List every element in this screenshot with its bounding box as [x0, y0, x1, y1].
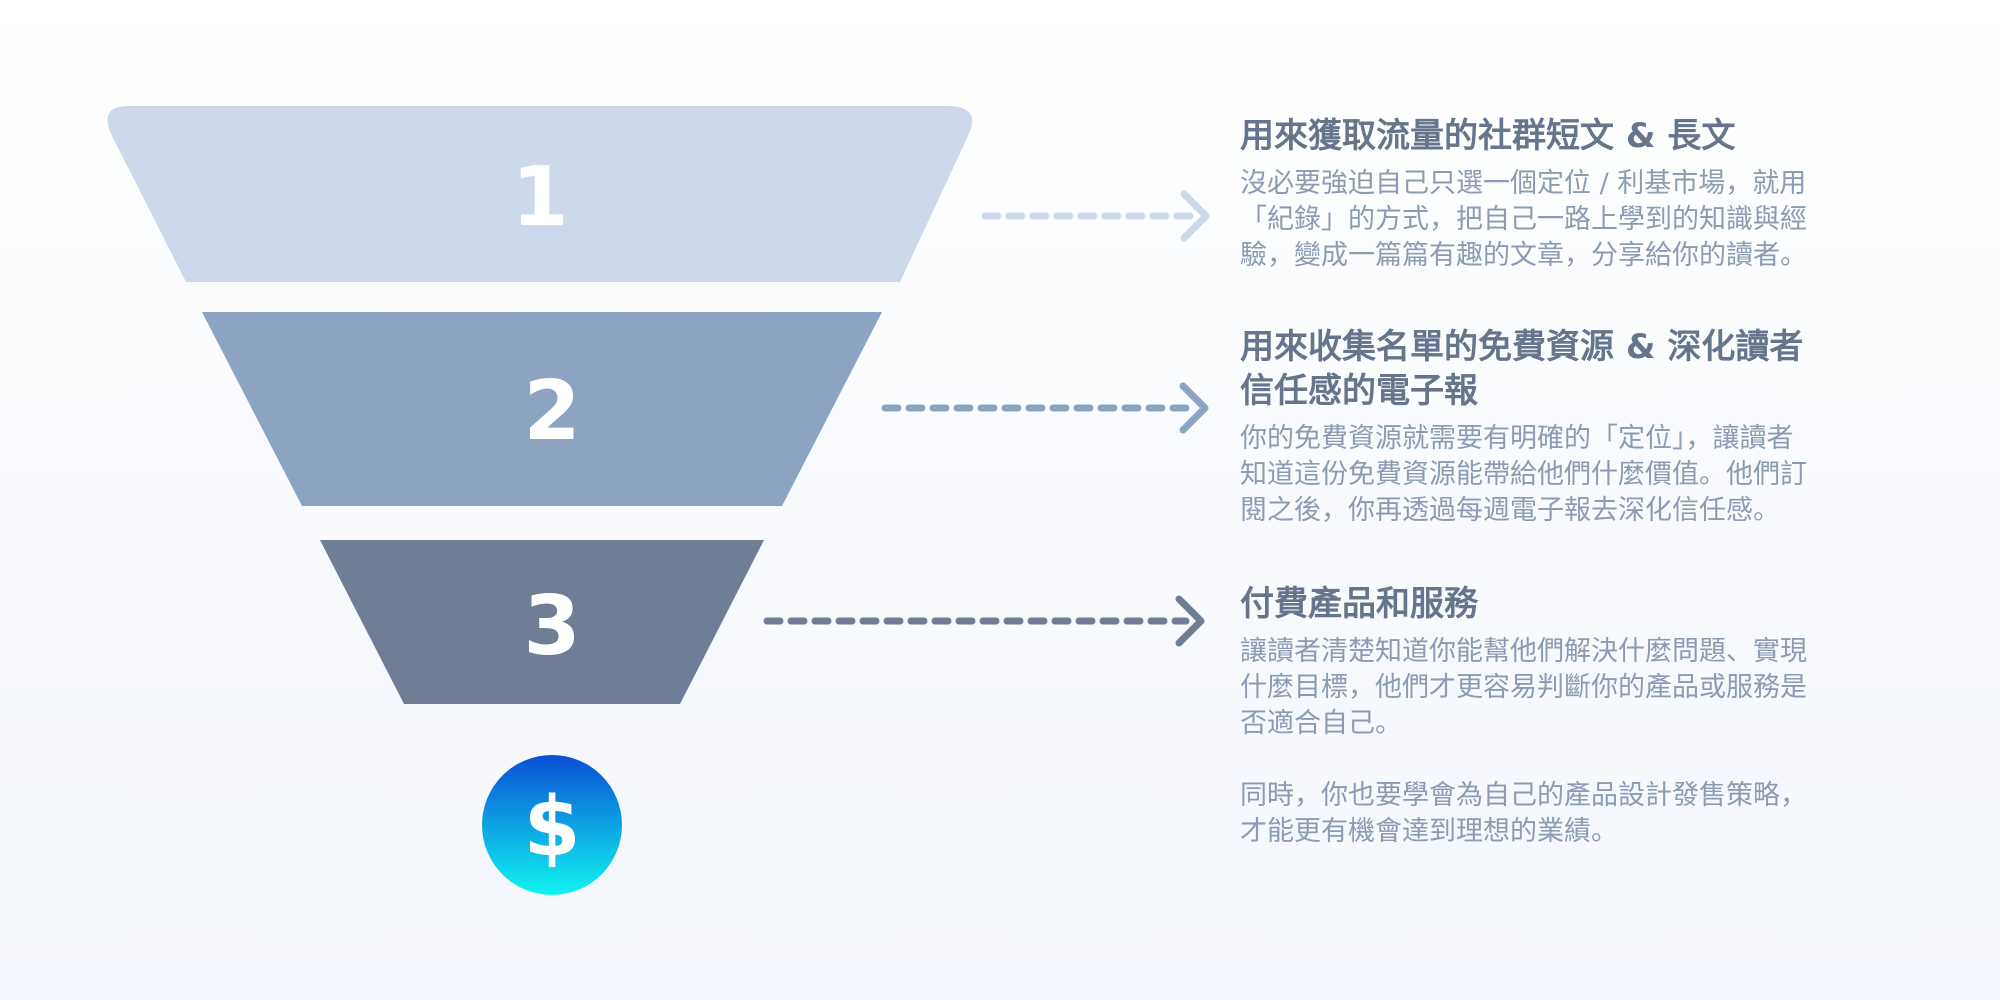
step-3-title: 付費產品和服務: [1240, 584, 1478, 624]
step-3-description: 讓讀者清楚知道你能幫他們解決什麼問題、實現 什麼目標，他們才更容易判斷你的產品或…: [1240, 636, 1807, 739]
funnel-stage-2-number: 2: [523, 364, 580, 459]
funnel-stage-3: [320, 540, 764, 704]
step-1-description: 沒必要強迫自己只選一個定位 / 利基市場，就用 「紀錄」的方式，把自己一路上學到…: [1240, 168, 1807, 271]
arrow-stage-1: [981, 190, 1210, 242]
dollar-sign-icon: $: [523, 780, 580, 875]
step-2-description: 你的免費資源就需要有明確的「定位」，讓讀者 知道這份免費資源能帶給他們什麼價值。…: [1240, 423, 1807, 526]
funnel-stage-1: [107, 106, 973, 282]
step-3-description-extra: 同時，你也要學會為自己的產品設計發售策略， 才能更有機會達到理想的業績。: [1240, 780, 1807, 847]
step-1-block: 用來獲取流量的社群短文 & 長文 沒必要強迫自己只選一個定位 / 利基市場，就用…: [1240, 114, 1940, 274]
step-2-title: 用來收集名單的免費資源 & 深化讀者 信任感的電子報: [1240, 327, 1804, 411]
funnel-stage-2: [202, 312, 882, 506]
step-1-title: 用來獲取流量的社群短文 & 長文: [1240, 116, 1736, 156]
dollar-coin-icon: $: [482, 755, 622, 895]
funnel-stage-1-number: 1: [511, 150, 568, 245]
step-2-block: 用來收集名單的免費資源 & 深化讀者 信任感的電子報 你的免費資源就需要有明確的…: [1240, 325, 1940, 529]
step-3-block: 付費產品和服務 讓讀者清楚知道你能幫他們解決什麼問題、實現 什麼目標，他們才更容…: [1240, 582, 1940, 850]
arrow-stage-2: [881, 382, 1209, 434]
arrow-stage-3: [763, 595, 1205, 647]
funnel-stage-3-number: 3: [523, 579, 580, 674]
